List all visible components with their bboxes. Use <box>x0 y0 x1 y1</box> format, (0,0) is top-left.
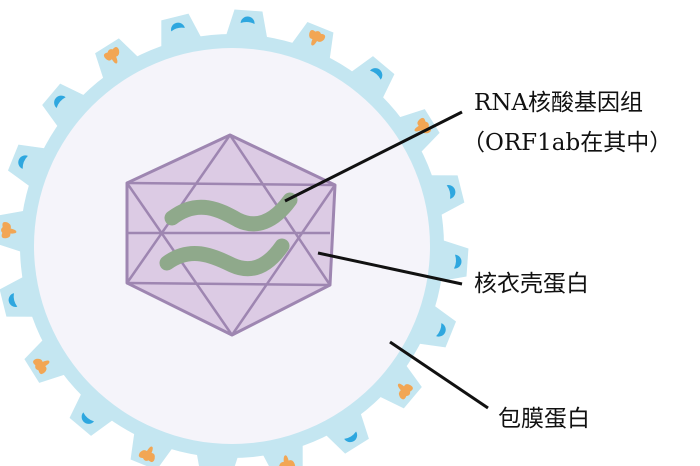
spike-orange-head <box>138 446 155 463</box>
spike-stalk <box>324 411 369 454</box>
spike-protein <box>225 9 268 40</box>
spike-blue-head <box>54 95 66 109</box>
spike-stalk <box>397 109 440 154</box>
spike-protein <box>349 56 395 101</box>
spike-stalk <box>42 83 87 129</box>
spike-blue-head <box>171 22 185 32</box>
spike-stalk <box>95 38 140 81</box>
spike-blue-head <box>240 16 255 24</box>
spike-protein <box>42 83 87 129</box>
spike-protein <box>130 430 174 466</box>
spike-protein <box>438 239 469 282</box>
spike-protein <box>7 144 48 188</box>
spike-stalk <box>416 304 457 348</box>
spike-orange-head <box>103 47 120 64</box>
spike-protein <box>416 304 457 348</box>
spike-stalk <box>69 391 115 436</box>
spike-orange-head <box>309 29 326 46</box>
rna-strand-lower <box>159 238 290 277</box>
spike-protein <box>0 210 26 253</box>
rna-strand-upper <box>164 192 298 232</box>
spike-blue-head <box>8 293 18 307</box>
spike-stalk <box>7 144 48 188</box>
spike-blue-head <box>454 254 462 269</box>
spike-protein <box>69 391 115 436</box>
rna-genome-leader <box>284 110 463 203</box>
spike-blue-head <box>81 412 95 424</box>
spike-protein <box>95 38 140 81</box>
spike-proteins <box>0 9 469 466</box>
rna-genome-strands <box>159 192 298 277</box>
spike-orange-head <box>397 383 413 400</box>
spike-stalk <box>225 9 268 40</box>
rna-genome-label: RNA核酸基因组 <box>474 90 644 116</box>
rna-genome-sublabel: （ORF1ab在其中） <box>462 130 673 156</box>
envelope-protein-label: 包膜蛋白 <box>498 406 590 432</box>
spike-blue-head <box>369 68 383 80</box>
spike-orange-head <box>1 222 17 239</box>
callout-lines <box>284 110 489 410</box>
spike-orange-head <box>33 358 50 375</box>
spike-blue-head <box>446 185 456 199</box>
spike-stalk <box>349 56 395 101</box>
spike-protein <box>324 411 369 454</box>
nucleocapsid-protein-label: 核衣壳蛋白 <box>474 271 589 297</box>
spike-protein <box>196 452 239 466</box>
nucleocapsid-leader <box>317 251 463 286</box>
spike-protein <box>24 338 67 383</box>
nucleocapsid <box>125 133 337 337</box>
spike-blue-head <box>344 431 358 443</box>
spike-stalk <box>196 452 239 466</box>
spike-blue-head <box>436 323 446 337</box>
spike-blue-head <box>18 155 28 169</box>
spike-protein <box>377 363 422 409</box>
spike-protein <box>290 21 334 62</box>
envelope-leader <box>389 340 489 410</box>
spike-stalk <box>438 239 469 282</box>
spike-stalk <box>24 338 67 383</box>
spike-orange-head <box>278 455 296 466</box>
